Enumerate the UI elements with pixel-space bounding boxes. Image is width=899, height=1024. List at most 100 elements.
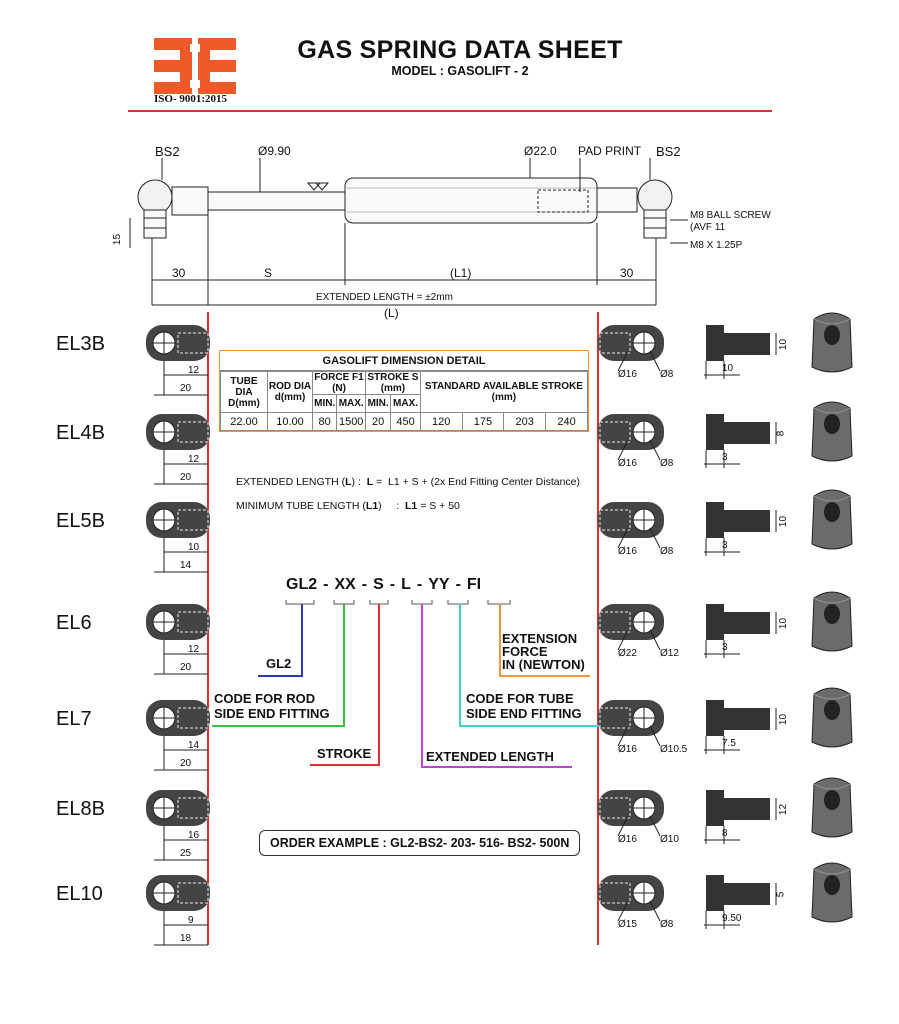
th-tube: TUBE DIA bbox=[230, 375, 258, 398]
dim-stroke: S bbox=[264, 266, 273, 280]
left-dim-b: 20 bbox=[180, 662, 192, 673]
left-dim-a: 16 bbox=[188, 830, 200, 841]
side-view-icon bbox=[704, 604, 777, 658]
fitting-3d-icon bbox=[811, 489, 853, 550]
left-dim-b: 20 bbox=[180, 383, 192, 394]
side-view-icon bbox=[704, 414, 777, 468]
cell: 120 bbox=[419, 412, 463, 431]
left-dim-b: 18 bbox=[180, 933, 192, 944]
dim-30-right: 30 bbox=[620, 266, 634, 280]
fitting-3d-icon bbox=[811, 401, 853, 462]
header-rule bbox=[128, 110, 772, 112]
extension-force-label: EXTENSION FORCE IN (NEWTON) bbox=[502, 631, 585, 672]
right-dim-b: Ø8 bbox=[660, 458, 674, 469]
cell: 175 bbox=[461, 412, 505, 431]
left-fitting-icon bbox=[146, 325, 210, 396]
left-fitting-icon bbox=[146, 790, 210, 861]
gl2-label: GL2 bbox=[266, 656, 292, 671]
side-view-icon bbox=[704, 700, 777, 754]
side-dim-b: 3 bbox=[722, 642, 728, 653]
side-dim-b: 3 bbox=[722, 452, 728, 463]
left-end-label: BS2 bbox=[155, 144, 180, 159]
rod-dia-label: Ø9.90 bbox=[258, 144, 291, 158]
cell: 450 bbox=[390, 412, 421, 431]
right-dim-b: Ø8 bbox=[660, 546, 674, 557]
fitting-name: EL6 bbox=[56, 612, 92, 634]
side-dim-a: 10 bbox=[778, 515, 790, 528]
page-title: GAS SPRING DATA SHEET bbox=[297, 36, 623, 64]
code-leader-lines bbox=[212, 600, 600, 768]
cell: 20 bbox=[365, 412, 392, 431]
right-dim-a: Ø15 bbox=[618, 919, 637, 930]
right-fitting-icon bbox=[598, 325, 664, 372]
side-view-icon bbox=[704, 502, 777, 556]
fitting-3d-icon bbox=[811, 687, 853, 748]
left-dim-b: 20 bbox=[180, 472, 192, 483]
side-dim-a: 12 bbox=[778, 803, 790, 816]
cell: 240 bbox=[545, 412, 588, 431]
side-dim-a: 10 bbox=[778, 338, 790, 351]
fitting-3d-icon bbox=[811, 312, 853, 373]
right-dim-a: Ø16 bbox=[618, 546, 637, 557]
th-force-min: MIN. bbox=[311, 394, 338, 413]
side-view-icon bbox=[704, 790, 777, 844]
right-end-label: BS2 bbox=[656, 144, 681, 159]
right-dim-b: Ø10.5 bbox=[660, 744, 688, 755]
th-stroke-max: MAX. bbox=[390, 394, 421, 413]
left-dim-a: 12 bbox=[188, 454, 200, 465]
min-tube-formula: MINIMUM TUBE LENGTH (L1) : L1 = S + 50 bbox=[236, 500, 460, 512]
thread-label: M8 X 1.25P bbox=[690, 240, 743, 251]
tube-dia-label: Ø22.0 bbox=[524, 144, 557, 158]
side-dim-b: 10 bbox=[722, 363, 734, 374]
fitting-name: EL8B bbox=[56, 798, 105, 820]
side-view-icon bbox=[704, 325, 777, 379]
th-stroke-unit: (mm) bbox=[380, 383, 406, 394]
th-stroke-min: MIN. bbox=[365, 394, 392, 413]
right-dim-a: Ø16 bbox=[618, 744, 637, 755]
th-std: STANDARD AVAILABLE STROKE bbox=[424, 381, 583, 392]
left-dim-b: 14 bbox=[180, 560, 192, 571]
right-fitting-icon bbox=[598, 700, 664, 747]
left-dim-a: 14 bbox=[188, 740, 200, 751]
extended-length-formula: EXTENDED LENGTH (L) : L = L1 + S + (2x E… bbox=[236, 476, 581, 488]
left-fitting-icon bbox=[146, 700, 210, 771]
side-dim-b: 8 bbox=[722, 828, 728, 839]
left-dim-b: 20 bbox=[180, 758, 192, 769]
side-view-icon bbox=[704, 875, 777, 929]
fitting-3d-icon bbox=[811, 777, 853, 838]
cell: 203 bbox=[503, 412, 547, 431]
left-dim-a: 9 bbox=[188, 915, 194, 926]
pad-print-label: PAD PRINT bbox=[578, 144, 642, 158]
table-row: 22.00 10.00 80 1500 20 450 120 175 203 2… bbox=[220, 412, 588, 431]
stroke-label: STROKE bbox=[317, 746, 372, 761]
cell: 1500 bbox=[336, 412, 367, 431]
table-title: GASOLIFT DIMENSION DETAIL bbox=[220, 351, 588, 371]
left-fitting-icon bbox=[146, 414, 210, 485]
left-fitting-icon bbox=[146, 502, 210, 573]
left-fitting-icon bbox=[146, 604, 210, 675]
fitting-name: EL7 bbox=[56, 708, 92, 730]
right-fitting-icon bbox=[598, 414, 664, 461]
side-dim-a: 10 bbox=[778, 713, 790, 726]
right-fitting-icon bbox=[598, 790, 664, 837]
dim-15: 15 bbox=[112, 233, 124, 246]
right-dim-a: Ø16 bbox=[618, 834, 637, 845]
iso-certification: ISO- 9001:2015 bbox=[154, 93, 228, 105]
right-dim-b: Ø8 bbox=[660, 919, 674, 930]
cell: 22.00 bbox=[220, 412, 268, 431]
extended-length-label: EXTENDED LENGTH = ±2mm bbox=[316, 292, 453, 303]
th-stroke: STROKE S bbox=[367, 372, 419, 383]
cell: 80 bbox=[311, 412, 338, 431]
right-frame-line bbox=[597, 312, 599, 945]
side-dim-b: 9.50 bbox=[722, 913, 742, 924]
right-dim-a: Ø22 bbox=[618, 648, 637, 659]
fitting-3d-icon bbox=[811, 591, 853, 652]
side-dim-b: 3 bbox=[722, 540, 728, 551]
right-dim-b: Ø8 bbox=[660, 369, 674, 380]
fitting-3d-icon bbox=[811, 862, 853, 923]
right-fitting-icon bbox=[598, 604, 664, 651]
left-dim-a: 12 bbox=[188, 365, 200, 376]
tube-fitting-label: CODE FOR TUBE SIDE END FITTING bbox=[466, 691, 582, 721]
th-force: FORCE F1 bbox=[314, 372, 364, 383]
dim-l1: (L1) bbox=[450, 266, 472, 280]
